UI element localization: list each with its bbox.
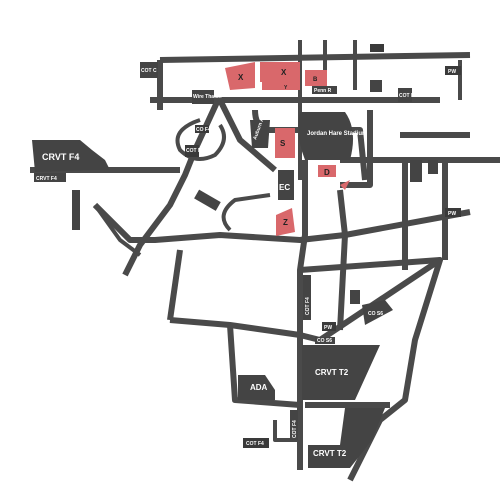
wire-thatch-label: Wire Thatch — [193, 94, 222, 100]
tag-pw-bottom-label: PW — [324, 325, 332, 331]
road-circle — [175, 118, 226, 161]
lot-crvt-f4-large-label: CRVT F4 — [42, 152, 79, 162]
tag-pw-top-label: PW — [448, 69, 456, 75]
tag-co-f4 — [195, 125, 209, 133]
label-tags: COT F4 PW PW PW COT F4 CO F4 — [185, 44, 461, 448]
building-cot-c-label: COT C — [141, 68, 157, 74]
tag-pw-top — [445, 66, 461, 75]
red-lots: X X B Y S D Z — [225, 62, 350, 236]
lot-right-small-1 — [410, 160, 422, 182]
lot-ec-label: EC — [279, 183, 290, 192]
road-diag-left — [122, 98, 221, 277]
stadium-label: Jordan Hare Stadium — [307, 131, 367, 137]
lot-cot-f5-label: COT F5 — [399, 93, 417, 99]
road-lower-1 — [299, 257, 441, 273]
road-left-small — [93, 203, 142, 257]
buildings: Jordan Hare Stadium Auburn Arena Wire Th… — [140, 62, 367, 211]
road-stadium-right — [340, 110, 373, 188]
stadium — [298, 112, 354, 160]
lot-ada — [238, 375, 275, 400]
tag-cot-ft-label: COT F4 — [186, 148, 204, 154]
road-diag-inner — [217, 98, 277, 173]
lot-s-label: S — [280, 139, 286, 148]
lot-b — [305, 70, 327, 86]
lot-ada-label: ADA — [250, 383, 268, 392]
road-top — [159, 52, 471, 63]
tag-pw-right-label: PW — [448, 211, 456, 217]
building-cot-c — [140, 62, 158, 78]
lot-cot-f5 — [398, 88, 412, 102]
lot-co-s6 — [362, 300, 393, 325]
lot-mid-small — [350, 290, 360, 304]
tag-pw-bottom — [322, 322, 336, 331]
lot-d-label: D — [324, 168, 330, 177]
lot-cot-f4-mid — [290, 410, 298, 440]
lot-left-stripes — [72, 190, 80, 230]
dark-lots: CRVT F4 CRVT F4 CRVT T2 CRVT T2 ADA EC C… — [32, 80, 438, 468]
lot-co-s6-strip-label: CO S6 — [317, 338, 332, 344]
lot-small-red — [340, 180, 350, 190]
tag-top-small — [370, 44, 384, 52]
lot-s — [275, 128, 295, 158]
lot-cot-f4-vertical — [303, 275, 311, 320]
lot-crvt-f4-small-label: CRVT F4 — [36, 176, 57, 182]
lot-cot-f4-mid-label: COT F4 — [292, 420, 298, 438]
lot-crvt-t2-lower-label: CRVT T2 — [313, 449, 347, 458]
road-left-v — [167, 249, 183, 321]
lot-crvt-t2-lower — [308, 408, 385, 468]
road-curve — [221, 193, 271, 232]
lot-x-2 — [260, 62, 300, 82]
lot-x-1-label: X — [238, 73, 244, 82]
road-network — [30, 40, 500, 482]
lot-top-right-block — [370, 80, 382, 92]
lot-co-s6-label: CO S6 — [368, 311, 383, 317]
lot-co-s6-strip — [315, 337, 335, 344]
road-lower-left — [169, 317, 321, 343]
tag-cot-f4-bottom-label: COT F4 — [246, 441, 264, 447]
lot-x-1 — [225, 62, 255, 90]
tag-pw-right — [445, 208, 461, 217]
tag-co-f4-label: CO F4 — [196, 127, 211, 133]
tag-cot-ft — [185, 145, 199, 157]
lot-z-label: Z — [283, 218, 288, 227]
lot-ec — [278, 170, 294, 200]
lot-x-2-label: X — [281, 68, 287, 77]
lot-y — [262, 82, 300, 90]
lot-d — [318, 165, 336, 177]
lot-crvt-f4-small — [34, 173, 66, 182]
lot-crvt-t2-upper-label: CRVT T2 — [315, 368, 349, 377]
lot-y-label: Y — [284, 85, 288, 91]
lot-right-small-2 — [428, 160, 438, 174]
lot-crvt-f4-large — [32, 140, 110, 172]
lot-cot-f4-vertical-label: COT F4 — [305, 297, 311, 315]
building-penn-top — [312, 86, 337, 94]
building-penn-top-label: Penn R — [314, 88, 332, 94]
lot-crvt-t2-upper — [302, 345, 380, 400]
tag-cot-f4-bottom — [243, 438, 269, 448]
road-ada — [227, 324, 301, 408]
wire-thatch — [192, 90, 214, 104]
building-diag — [194, 189, 221, 211]
lot-b-label: B — [313, 77, 318, 83]
road-vertical-main — [297, 160, 308, 340]
road-vertical-2 — [337, 189, 348, 331]
arena — [250, 120, 270, 148]
lot-z — [276, 208, 295, 236]
